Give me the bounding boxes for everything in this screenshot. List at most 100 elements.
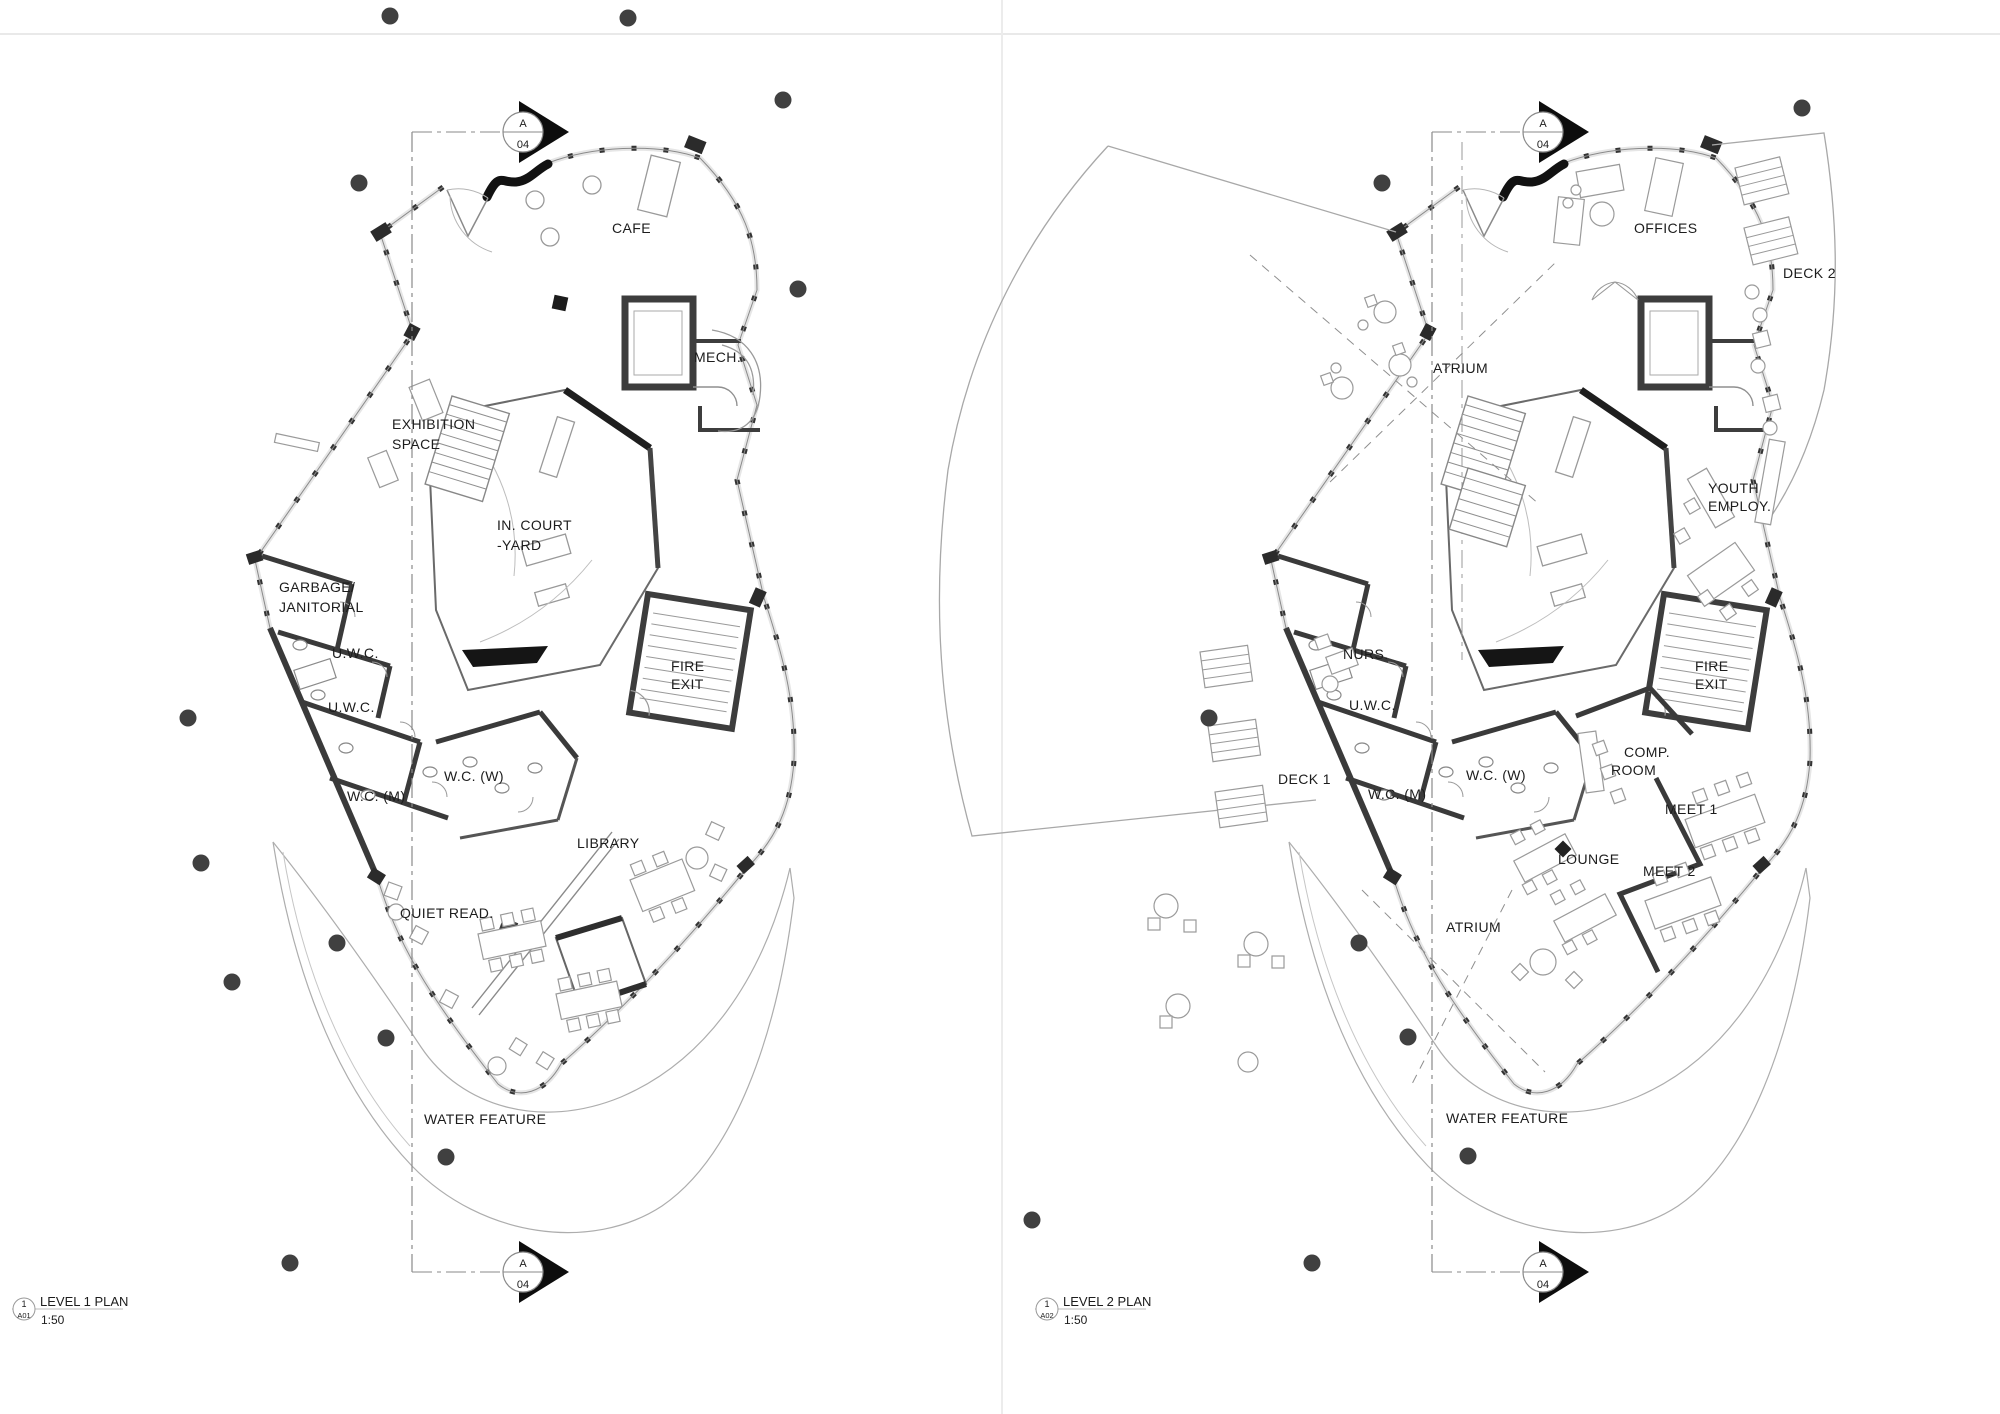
site-dot-icon [1350,934,1368,952]
inner-courtyard-label-text: -YARD [497,537,542,553]
quiet-read-label: QUIET READ. [400,905,494,921]
plan-title: LEVEL 2 PLAN [1063,1294,1151,1309]
water-feature-label: WATER FEATURE [1446,1110,1568,1126]
section-marker: A 04 [1522,101,1589,163]
detail-bubble [12,1297,36,1321]
nurs-label: NURS. [1343,646,1389,662]
wc-women-label: W.C. (W) [444,768,504,784]
water-feature-label-text: WATER FEATURE [1446,1110,1568,1126]
sheet-number: A01 [17,1311,30,1320]
section-letter: A [519,1258,527,1270]
plan-scale: 1:50 [41,1313,65,1327]
fire-exit-label: FIRE EXIT [671,658,705,692]
exhibition-space-label-text: EXHIBITION [392,416,475,432]
meet-2-label-text: MEET 2 [1643,863,1696,879]
meeting-rooms [1616,771,1766,974]
offices-furniture [1553,156,1685,246]
atrium-lower-label: ATRIUM [1446,919,1501,935]
garbage-janitorial-label-text: GARBAGE/ [279,579,355,595]
uwc-lower-label: U.W.C. [328,699,375,715]
wc-men-label: W.C. (M) [347,788,405,804]
lounge-furniture [1509,818,1618,990]
library-furniture [383,820,728,1076]
fire-exit-label-text: EXIT [671,676,704,692]
level1-building-core [246,135,794,1232]
water-feature-label-text: WATER FEATURE [424,1111,546,1127]
site-dot-icon [1200,709,1218,727]
nursery-furniture [1313,633,1360,693]
section-letter: A [1539,118,1547,130]
library-label-text: LIBRARY [577,835,640,851]
meet-1-label: MEET 1 [1665,801,1718,817]
site-dot-icon [619,9,637,27]
site-dot-icon [381,7,399,25]
level2-details [938,132,1836,1085]
comp-room-label-text: ROOM [1611,762,1656,778]
youth-employ-furniture [1672,438,1786,622]
section-number: 04 [517,1279,529,1291]
garbage-janitorial-label-text: JANITORIAL [279,599,364,615]
fire-exit-label-text: FIRE [671,658,705,674]
lounge-label-text: LOUNGE [1558,851,1620,867]
column-marker [551,294,569,312]
site-dots [179,7,807,1272]
sheet-number: A02 [1040,1311,1053,1320]
deck2-furniture [1734,156,1799,436]
library-label: LIBRARY [577,835,640,851]
inner-courtyard-label-text: IN. COURT [497,517,572,533]
wc-women-label: W.C. (W) [1466,767,1526,783]
section-letter: A [1539,1258,1547,1270]
atrium-upper-label-text: ATRIUM [1433,360,1488,376]
site-dot-icon [789,280,807,298]
offices-label: OFFICES [1634,220,1697,236]
site-dot-icon [223,973,241,991]
level2-building-core [1262,135,1810,1232]
wc-women-label-text: W.C. (W) [444,768,504,784]
site-dot-icon [1373,174,1391,192]
comp-room-label: COMP. ROOM [1611,744,1670,778]
uwc-upper-label-text: U.W.C. [332,645,379,661]
atrium-open-to-below-lines [1249,254,1557,1085]
meet-2-label: MEET 2 [1643,863,1696,879]
meet-1-label-text: MEET 1 [1665,801,1718,817]
cafe-label: CAFE [612,220,651,236]
youth-employ-label-text: EMPLOY. [1708,498,1771,514]
site-dot-icon [1023,1211,1041,1229]
detail-number: 1 [1044,1299,1049,1309]
site-dots [1023,99,1811,1272]
exhibition-space-label-text: SPACE [392,436,440,452]
quiet-read-label-text: QUIET READ. [400,905,494,921]
nurs-label-text: NURS. [1343,646,1389,662]
section-letter: A [519,118,527,130]
deck-1-label-text: DECK 1 [1278,771,1331,787]
comp-room-label-text: COMP. [1624,744,1670,760]
deck1-top-edge [1107,145,1397,233]
offices-label-text: OFFICES [1634,220,1697,236]
cafe-furniture [525,154,762,433]
atrium-walk-tables [1319,293,1418,400]
exhibition-displays [273,378,444,489]
uwc-lower-label-text: U.W.C. [328,699,375,715]
comp-room [1575,685,1694,805]
site-dot-icon [774,91,792,109]
youth-employ-label: YOUTH EMPLOY. [1708,480,1771,514]
wc-men-label-text: W.C. (M) [1368,786,1426,802]
detail-number: 1 [21,1299,26,1309]
section-number: 04 [1537,139,1549,151]
fire-exit-label-text: FIRE [1695,658,1729,674]
offices-double-door [1591,281,1639,301]
detail-bubble [1035,1297,1059,1321]
site-dot-icon [1303,1254,1321,1272]
uwc-upper-label: U.W.C. [332,645,379,661]
site-dot-icon [281,1254,299,1272]
uwc-label: U.W.C. [1349,697,1395,713]
section-marker: A04 [1522,1241,1589,1303]
mech-label-text: MECH. [694,349,741,365]
youth-employ-label-text: YOUTH [1708,480,1759,496]
garbage-janitorial-label: GARBAGE/JANITORIAL [279,579,364,615]
site-dot-icon [1793,99,1811,117]
